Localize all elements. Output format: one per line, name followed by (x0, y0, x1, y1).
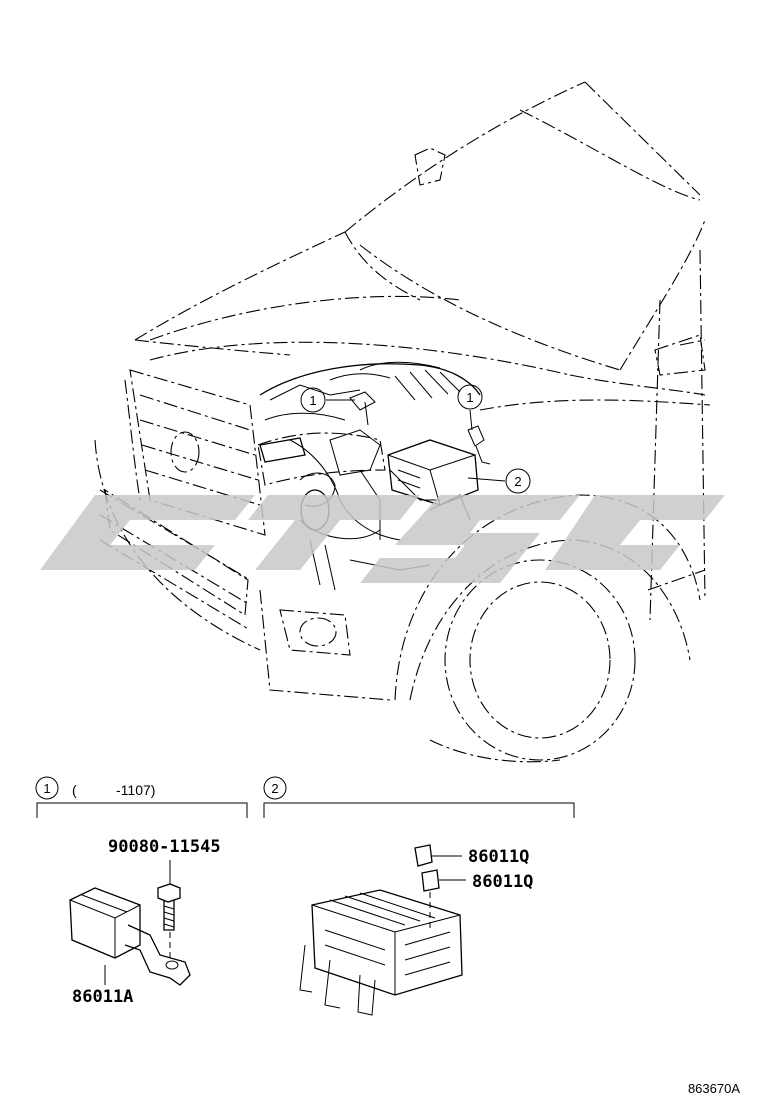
watermark-logo (40, 495, 725, 583)
section-1: 1 ( -1107) (35, 776, 248, 818)
callout-1-left-number: 1 (309, 393, 316, 408)
callout-2-number: 2 (514, 474, 521, 489)
vehicle-outline (94, 81, 711, 763)
relay-86011a-drawing (69, 887, 191, 986)
bolt-90080-11545-drawing (157, 860, 181, 960)
callout-1-right: 1 (457, 384, 483, 431)
part-label-fuse-upper: 86011Q (468, 847, 529, 867)
part-label-fuse-lower: 86011Q (472, 872, 533, 892)
fuse-86011q-upper-drawing (414, 844, 462, 867)
section-2: 2 (263, 776, 575, 818)
callout-2: 2 (467, 468, 531, 494)
part-label-bolt: 90080-11545 (108, 837, 221, 857)
section-1-number: 1 (43, 781, 50, 796)
section-1-range-open: ( (72, 782, 77, 798)
fuse-86011q-lower-drawing (421, 869, 466, 930)
section-2-number: 2 (271, 781, 278, 796)
diagram-reference-code: 863670A (688, 1081, 740, 1096)
callout-1-left: 1 (300, 387, 355, 413)
section-1-range: -1107) (116, 782, 155, 798)
callout-1-right-number: 1 (466, 390, 473, 405)
relay-block-drawing (299, 889, 463, 1016)
part-label-relay: 86011A (72, 987, 133, 1007)
